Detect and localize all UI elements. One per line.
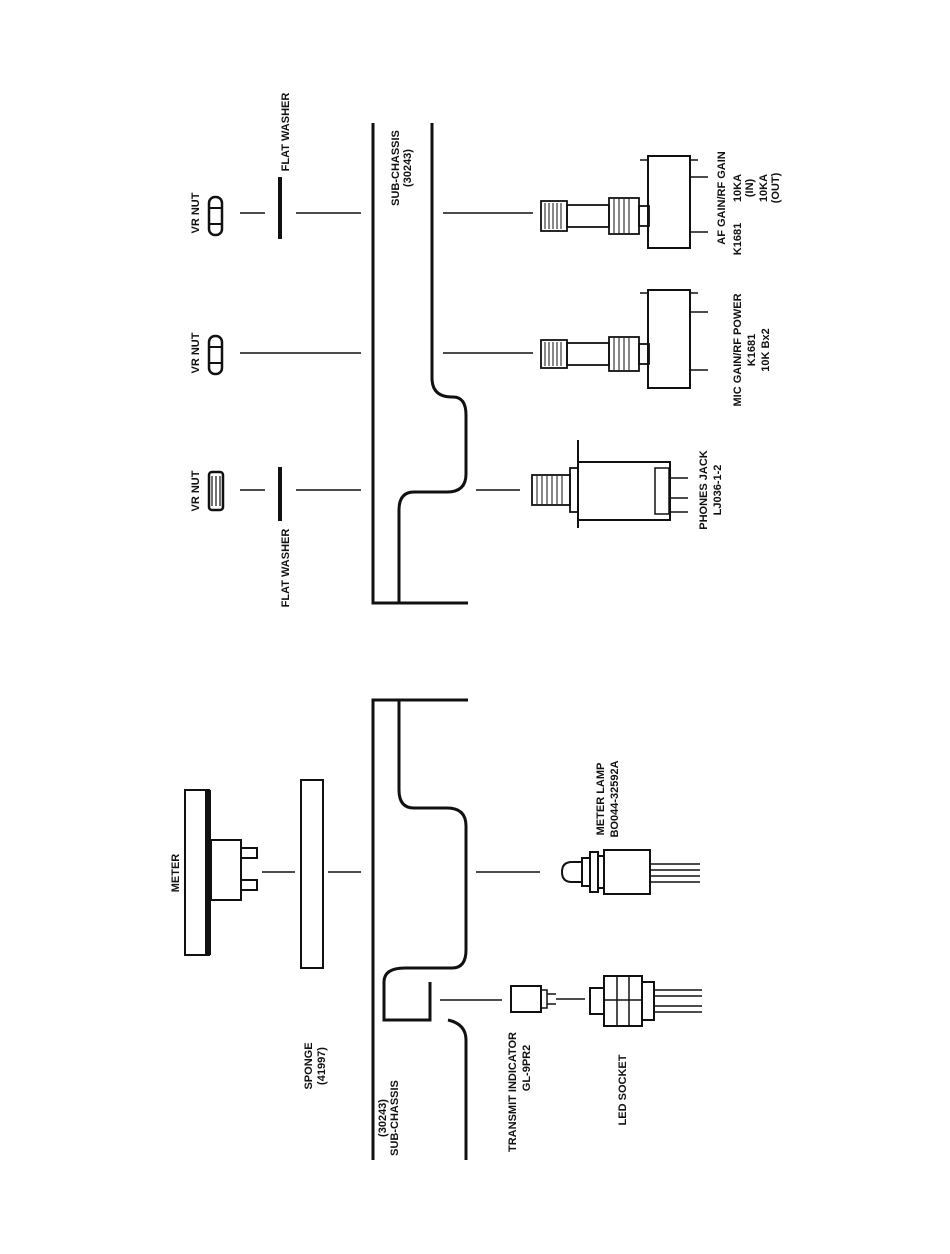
led-socket — [590, 976, 702, 1026]
label-sponge-part: (41997) — [316, 1047, 328, 1085]
label-meter-lamp-part: BO044-32592A — [609, 760, 621, 837]
label-af-gain-part: K1681 — [732, 223, 744, 255]
label-flat-washer-bottom: FLAT WASHER — [280, 529, 292, 608]
label-led-socket: LED SOCKET — [617, 1054, 629, 1125]
axis-lines-lower — [262, 872, 540, 1000]
sub-chassis-upper — [373, 123, 468, 603]
af-gain-potentiometer — [541, 156, 708, 248]
label-mic-gain-part: K1681 — [746, 334, 758, 366]
mic-gain-potentiometer — [541, 290, 708, 388]
vr-nut-2 — [209, 336, 222, 374]
meter-lamp — [562, 850, 700, 894]
label-vr-nut-2: VR NUT — [190, 332, 202, 373]
label-mic-gain-title: MIC GAIN/RF POWER — [732, 293, 744, 406]
label-af-gain-in: (IN) — [744, 179, 756, 198]
phones-jack — [532, 440, 688, 528]
label-phones-jack-title: PHONES JACK — [698, 450, 710, 530]
axis-lines-upper — [240, 213, 533, 490]
label-transmit-indicator: TRANSMIT INDICATOR — [507, 1032, 519, 1152]
label-af-gain-value-in: 10KA — [732, 174, 744, 202]
vr-nut-1 — [209, 197, 222, 235]
transmit-indicator-led — [511, 986, 585, 1012]
label-sub-chassis-bottom: SUB-CHASSIS — [389, 1080, 401, 1156]
label-af-gain-value-out: 10KA — [758, 174, 770, 202]
label-sub-chassis-top-part: (30243) — [402, 149, 414, 187]
label-vr-nut-3: VR NUT — [190, 470, 202, 511]
label-sub-chassis-top: SUB-CHASSIS — [390, 130, 402, 206]
label-af-gain-out: (OUT) — [770, 172, 782, 203]
label-sponge: SPONGE — [303, 1042, 315, 1089]
label-mic-gain-value: 10K Bx2 — [760, 328, 772, 371]
meter — [185, 790, 257, 955]
label-phones-jack-part: LJ036-1-2 — [712, 465, 724, 516]
label-meter-lamp: METER LAMP — [595, 763, 607, 836]
sponge — [301, 780, 323, 968]
label-flat-washer-top: FLAT WASHER — [280, 93, 292, 172]
vr-nut-3 — [209, 472, 223, 510]
flat-washer-bottom — [278, 467, 282, 521]
label-meter: METER — [170, 854, 182, 893]
label-af-gain-title: AF GAIN/RF GAIN — [716, 151, 728, 245]
label-vr-nut-1: VR NUT — [190, 192, 202, 233]
label-sub-chassis-bottom-part: (30243) — [377, 1099, 389, 1137]
label-transmit-indicator-part: GL-9PR2 — [521, 1045, 533, 1091]
flat-washer-top — [278, 177, 282, 239]
sub-chassis-lower — [373, 700, 468, 1160]
